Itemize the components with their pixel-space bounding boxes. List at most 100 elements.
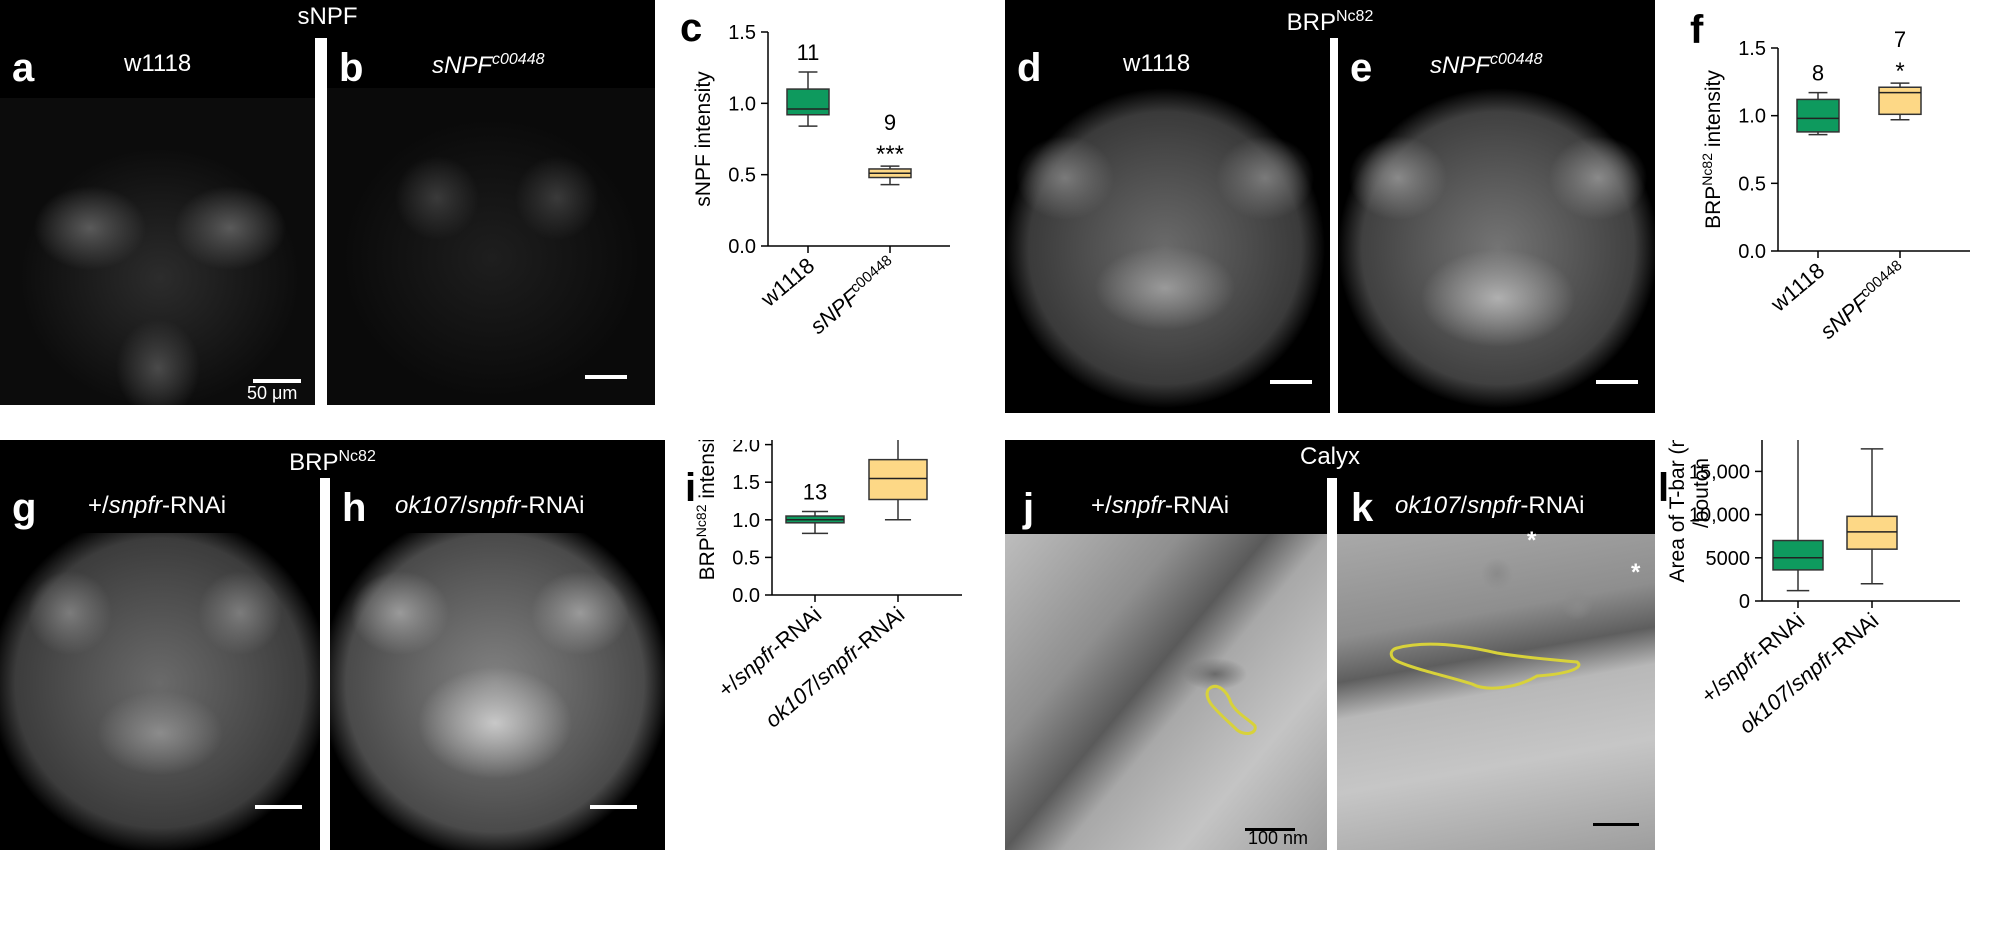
genotype-ok107-k: ok107 <box>1395 492 1461 519</box>
genotype-label-plus-rnai-j: +/snpfr-RNAi <box>1091 494 1229 518</box>
micrograph-g: g +/snpfr-RNAi <box>0 478 320 850</box>
header-brp-bottom: BRPNc82 <box>0 440 665 478</box>
scale-bar-h <box>590 805 637 809</box>
y-tick-label-i: 1.5 <box>732 472 760 494</box>
y-label-line2-l: /bouton <box>1690 458 1713 528</box>
micrograph-k: * * k ok107/snpfr-RNAi <box>1337 478 1655 850</box>
header-brp-top-text: BRP <box>1286 9 1336 36</box>
genotype-label-snpf-mutant-e: sNPFc00448 <box>1430 52 1543 78</box>
panel-label-f: f <box>1690 8 1704 52</box>
panel-label-j: j <box>1023 486 1035 530</box>
y-label-part-f: BRP <box>1702 186 1725 229</box>
box-f-1 <box>1878 86 1922 116</box>
genotype-base-b: sNPF <box>432 52 492 79</box>
panel-label-h: h <box>342 486 367 530</box>
x-category-sup-f: c00448 <box>1857 257 1906 302</box>
y-label-f: BRPNc82 intensity <box>1699 70 1725 229</box>
genotype-suffix-h: -RNAi <box>520 492 585 519</box>
scale-text-a: 50 μm <box>247 383 298 403</box>
y-label-l: Area of T-bar (nm2) <box>1663 440 1689 582</box>
x-category-part-i: -RNAi <box>848 602 909 659</box>
significance-l-1: *** <box>1858 440 1886 451</box>
y-label-sup-f: Nc82 <box>1699 153 1715 186</box>
header-snpf: sNPF <box>0 0 655 38</box>
genotype-label-ok107-rnai-k: ok107/snpfr-RNAi <box>1395 494 1584 518</box>
panel-label-e: e <box>1350 46 1373 90</box>
panel-label-c: c <box>680 6 703 50</box>
genotype-snpfr-h: snpfr <box>467 492 521 519</box>
genotype-sup-e: c00448 <box>1490 51 1543 68</box>
x-category-label-f-1: sNPFc00448 <box>1815 257 1912 344</box>
genotype-label-snpf-mutant-b: sNPFc00448 <box>432 52 545 78</box>
header-calyx: Calyx <box>1005 440 1655 478</box>
x-category-label-i-1: ok107/snpfr-RNAi <box>760 602 909 733</box>
x-category-label-f-0: w1118 <box>1765 258 1829 317</box>
micrograph-e: e sNPFc00448 <box>1338 38 1655 413</box>
panel-label-k: k <box>1351 486 1374 530</box>
box-l-1 <box>1846 515 1898 550</box>
y-tick-label-l: 5000 <box>1706 548 1751 570</box>
genotype-slash-h: / <box>460 492 468 519</box>
y-tick-label-l: 10,000 <box>1689 505 1750 527</box>
x-category-part-l: -RNAi <box>1822 608 1883 665</box>
genotype-base-e: sNPF <box>1430 52 1490 79</box>
genotype-ok107-h: ok107 <box>395 492 461 519</box>
y-label-sup-i: Nc82 <box>693 504 709 537</box>
genotype-label-w1118-d: w1118 <box>1123 50 1191 77</box>
box-l-0 <box>1772 539 1824 571</box>
y-tick-label-c: 1.0 <box>728 93 756 115</box>
y-label-c: sNPF intensity <box>692 71 715 207</box>
x-category-label-l-1: ok107/snpfr-RNAi <box>1734 608 1883 739</box>
box-i-1 <box>868 458 928 501</box>
genotype-label-w1118-a: w1118 <box>124 50 192 77</box>
panel-label-a: a <box>12 46 35 90</box>
y-tick-label-l: 15,000 <box>1689 461 1750 483</box>
n-label-c-1: 9 <box>884 110 896 135</box>
genotype-label-plus-rnai-g: +/snpfr-RNAi <box>88 494 226 518</box>
x-category-sup-c: c00448 <box>847 252 896 297</box>
x-category-label-c-1: sNPFc00448 <box>805 252 902 339</box>
y-tick-label-c: 1.5 <box>728 22 756 44</box>
n-label-c-0: 11 <box>797 40 820 65</box>
box-f-0 <box>1796 98 1840 133</box>
panel-label-l: l <box>1658 466 1670 510</box>
n-label-f-1: 7 <box>1894 27 1906 52</box>
active-zone-outline-k: * * <box>1389 527 1641 690</box>
micrograph-b: b sNPFc00448 <box>327 38 655 405</box>
header-brp-bottom-text: BRP <box>289 449 339 476</box>
y-tick-label-i: 1.0 <box>732 510 760 532</box>
y-tick-label-i: 0.5 <box>732 547 760 569</box>
micrograph-h: h ok107/snpfr-RNAi <box>330 478 665 850</box>
y-label-i: BRPNc82 intensity <box>693 440 719 580</box>
header-brp-top: BRPNc82 <box>1005 0 1655 38</box>
y-tick-label-i: 2.0 <box>732 440 760 457</box>
y-tick-label-f: 0.5 <box>1738 173 1766 195</box>
genotype-suffix-g: -RNAi <box>162 492 227 519</box>
y-tick-label-f: 0.0 <box>1738 241 1766 263</box>
genotype-snpfr-g: snpfr <box>108 492 163 519</box>
genotype-snpfr-j: snpfr <box>1111 492 1166 519</box>
y-label-part-f: intensity <box>1702 70 1725 153</box>
scale-bar-d <box>1270 380 1312 384</box>
x-category-part-i: -RNAi <box>765 602 826 659</box>
y-tick-label-f: 1.5 <box>1738 38 1766 60</box>
y-label-part-l: Area of T-bar (nm <box>1666 440 1689 582</box>
significance-c-1: *** <box>876 141 904 168</box>
genotype-suffix-k: -RNAi <box>1520 492 1585 519</box>
header-brp-bottom-sup: Nc82 <box>338 448 376 465</box>
genotype-prefix-g: +/ <box>88 492 109 519</box>
panel-label-b: b <box>339 46 364 90</box>
genotype-slash-k: / <box>1460 492 1468 519</box>
scale-bar-e <box>1596 380 1638 384</box>
y-tick-label-i: 0.0 <box>732 585 760 607</box>
micrograph-j: j +/snpfr-RNAi 100 nm <box>1005 478 1327 850</box>
n-label-i-0: 13 <box>803 480 827 505</box>
scale-text-j: 100 nm <box>1248 828 1309 848</box>
micrograph-d: d w1118 <box>1005 38 1330 413</box>
svg-text:*: * <box>1527 527 1537 554</box>
significance-f-1: * <box>1895 58 1904 85</box>
box-c-0 <box>786 88 830 116</box>
